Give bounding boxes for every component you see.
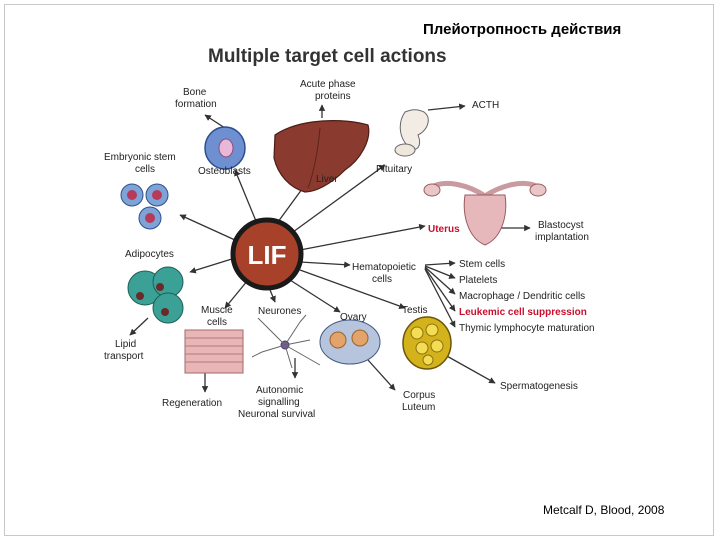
slide-title: Плейотропность действия	[423, 21, 622, 38]
spoke-uterus	[299, 223, 426, 251]
arrow-bone	[204, 114, 226, 129]
lif-node: LIF	[230, 217, 304, 291]
label-embryonic-2: cells	[135, 164, 155, 175]
label-hematopoietic-1: Hematopoietic	[352, 262, 416, 273]
muscle-tissue	[184, 329, 244, 374]
label-lipid-1: Lipid	[115, 339, 136, 350]
hema-target: Macrophage / Dendritic cells	[459, 291, 585, 302]
hema-target: Stem cells	[459, 259, 505, 270]
embryonic-stem-cells	[120, 183, 169, 230]
label-corpus-1: Corpus	[403, 390, 435, 401]
label-autonomic-1: Autonomic	[256, 385, 303, 396]
label-autonomic-2: signalling	[258, 397, 300, 408]
label-embryonic-1: Embryonic stem	[104, 152, 176, 163]
label-bone-1: Bone	[183, 87, 207, 98]
label-lipid-2: transport	[104, 351, 144, 362]
label-neurones: Neurones	[258, 306, 301, 317]
label-testis: Testis	[402, 305, 428, 316]
pituitary-gland	[394, 109, 429, 157]
spoke-osteoblasts	[234, 169, 259, 227]
label-adipocytes: Adipocytes	[125, 249, 174, 260]
spoke-testis	[299, 269, 406, 310]
spoke-ovary	[289, 279, 341, 313]
arrow-corpus	[367, 359, 396, 391]
slide-frame	[4, 4, 714, 536]
label-acute-1: Acute phase	[300, 79, 356, 90]
testis-organ	[402, 316, 452, 370]
label-spermatogenesis: Spermatogenesis	[500, 381, 578, 392]
label-blastocyst-1: Blastocyst	[538, 220, 584, 231]
arrow-lipid	[129, 317, 149, 336]
label-regeneration: Regeneration	[162, 398, 222, 409]
spoke-adipocytes	[189, 257, 236, 274]
ovary-organ	[319, 319, 381, 365]
label-muscle-1: Muscle	[201, 305, 233, 316]
hema-target-highlight: Leukemic cell suppression	[459, 307, 587, 318]
liver-organ	[273, 120, 370, 193]
label-acth: ACTH	[472, 100, 499, 111]
neurone-cell	[251, 314, 321, 369]
hema-target: Thymic lymphocyte maturation	[459, 323, 595, 334]
hematopoietic-targets: Stem cells Platelets Macrophage / Dendri…	[459, 259, 595, 334]
label-acute-2: proteins	[315, 91, 351, 102]
label-osteoblasts: Osteoblasts	[198, 166, 251, 177]
label-corpus-2: Luteum	[402, 402, 435, 413]
label-blastocyst-2: implantation	[535, 232, 589, 243]
label-pituitary: Pituitary	[376, 164, 412, 175]
figure-title: Multiple target cell actions	[208, 46, 447, 67]
label-muscle-2: cells	[207, 317, 227, 328]
osteoblast-cell	[204, 126, 246, 170]
label-uterus: Uterus	[428, 224, 460, 235]
spoke-muscle	[224, 279, 249, 309]
spoke-embryonic	[179, 214, 236, 241]
label-autonomic-3: Neuronal survival	[238, 409, 315, 420]
adipocyte-cells	[127, 266, 184, 324]
spoke-liver	[274, 184, 306, 227]
label-bone-2: formation	[175, 99, 217, 110]
label-hematopoietic-2: cells	[372, 274, 392, 285]
citation: Metcalf D, Blood, 2008	[543, 503, 665, 517]
spoke-pituitary	[292, 164, 386, 233]
arrow-sperm	[444, 354, 496, 384]
spoke-hematopoietic	[299, 261, 351, 268]
lif-label: LIF	[248, 240, 287, 270]
label-ovary: Ovary	[340, 312, 367, 323]
arrow-acth	[427, 103, 466, 111]
uterus-organ	[423, 181, 547, 246]
label-liver: Liver	[316, 174, 338, 185]
hema-target: Platelets	[459, 275, 497, 286]
